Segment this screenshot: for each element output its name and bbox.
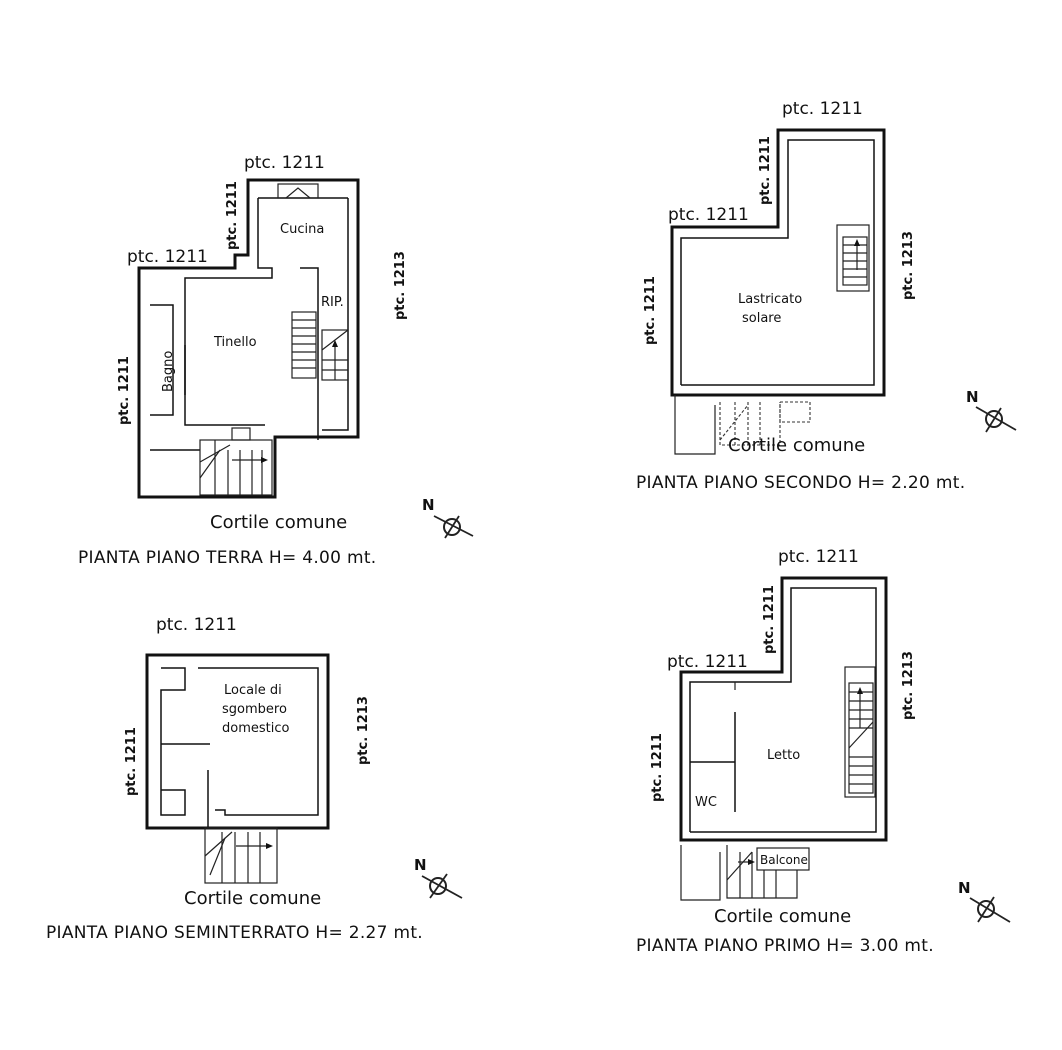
terra-stair-internal	[291, 311, 349, 381]
secondo-north-arrow-icon: N	[966, 388, 1017, 433]
terra-courtyard: Cortile comune	[210, 512, 347, 533]
terra-title: PIANTA PIANO TERRA H= 4.00 mt.	[78, 548, 377, 568]
primo-lower-block	[680, 845, 721, 901]
terra-ptc-left: ptc. 1211	[117, 356, 132, 425]
secondo-ptc-right: ptc. 1213	[901, 231, 916, 300]
terra-hood	[277, 183, 319, 199]
seminterrato-inner-right	[198, 667, 319, 816]
terra-inner-wall	[184, 198, 273, 426]
terra-ptc-right: ptc. 1213	[393, 251, 408, 320]
primo-outer-wall	[679, 576, 888, 842]
secondo-ptc-step: ptc. 1211	[758, 136, 773, 205]
primo-ptc-top: ptc. 1211	[778, 547, 859, 567]
terra-ptc-step: ptc. 1211	[225, 181, 240, 250]
primo-lower-stair	[726, 845, 798, 899]
svg-text:N: N	[966, 388, 979, 406]
room-tinello: Tinello	[213, 335, 257, 350]
seminterrato-ptc-left: ptc. 1211	[124, 727, 139, 796]
primo-stair	[844, 666, 876, 798]
terra-inner-wall-right	[322, 198, 349, 431]
terra-north-arrow-icon: N	[422, 496, 474, 539]
primo-ptc-right: ptc. 1213	[901, 651, 916, 720]
secondo-ptc-left-top: ptc. 1211	[668, 205, 749, 225]
primo-courtyard: Cortile comune	[714, 906, 851, 927]
terra-stair-external	[199, 427, 273, 496]
room-cucina: Cucina	[280, 222, 324, 237]
room-rip: RIP.	[321, 295, 344, 310]
room-bagno: Bagno	[161, 351, 176, 392]
seminterrato-outer-wall	[145, 653, 330, 830]
secondo-inner-wall	[680, 139, 875, 386]
seminterrato-north-arrow-icon: N	[414, 856, 463, 899]
secondo-ptc-top: ptc. 1211	[782, 99, 863, 119]
secondo-lower-stair	[719, 401, 811, 446]
plan-piano-seminterrato: Locale di sgombero domestico ptc. 1211 p…	[46, 615, 463, 943]
secondo-lower-block	[674, 395, 716, 455]
primo-ptc-left-top: ptc. 1211	[667, 652, 748, 672]
room-lastricato-line1: Lastricato	[738, 292, 802, 307]
terra-bath-wall	[150, 304, 174, 416]
primo-ptc-left: ptc. 1211	[650, 733, 665, 802]
terra-partition	[300, 267, 319, 440]
seminterrato-ptc-top: ptc. 1211	[156, 615, 237, 635]
secondo-outer-wall	[670, 128, 886, 397]
terra-outer-wall	[137, 178, 360, 499]
terra-ptc-left-top: ptc. 1211	[127, 247, 208, 267]
svg-text:N: N	[414, 856, 427, 874]
room-locale-line2: sgombero	[222, 702, 287, 717]
secondo-courtyard: Cortile comune	[728, 435, 865, 456]
svg-text:N: N	[958, 879, 971, 897]
svg-text:N: N	[422, 496, 435, 514]
secondo-ptc-left: ptc. 1211	[643, 276, 658, 345]
seminterrato-courtyard: Cortile comune	[184, 888, 321, 909]
secondo-title: PIANTA PIANO SECONDO H= 2.20 mt.	[636, 473, 965, 493]
secondo-stair	[836, 224, 870, 292]
room-wc: WC	[695, 795, 717, 810]
primo-inner-wall	[689, 587, 877, 833]
terra-hood-mark	[285, 187, 311, 199]
room-lastricato-line2: solare	[742, 311, 781, 326]
seminterrato-ptc-right: ptc. 1213	[356, 696, 371, 765]
room-locale-line3: domestico	[222, 721, 289, 736]
plan-piano-terra: Cucina RIP. Tinello Bagno ptc. 1211 ptc.…	[78, 153, 474, 568]
seminterrato-inner-wall	[160, 667, 186, 816]
room-locale-line1: Locale di	[224, 683, 282, 698]
seminterrato-title: PIANTA PIANO SEMINTERRATO H= 2.27 mt.	[46, 923, 423, 943]
primo-balcony	[756, 847, 810, 871]
seminterrato-stair-external	[204, 827, 278, 884]
room-letto: Letto	[767, 748, 800, 763]
primo-title: PIANTA PIANO PRIMO H= 3.00 mt.	[636, 936, 934, 956]
plan-piano-secondo: Lastricato solare ptc. 1211 ptc. 1211 pt…	[636, 99, 1017, 493]
terra-ptc-top: ptc. 1211	[244, 153, 325, 173]
room-balcone: Balcone	[760, 853, 808, 867]
primo-north-arrow-icon: N	[958, 879, 1011, 923]
plan-piano-primo: Letto WC Balcone ptc. 1211 ptc. 1211 ptc…	[636, 547, 1011, 956]
primo-ptc-step: ptc. 1211	[762, 585, 777, 654]
